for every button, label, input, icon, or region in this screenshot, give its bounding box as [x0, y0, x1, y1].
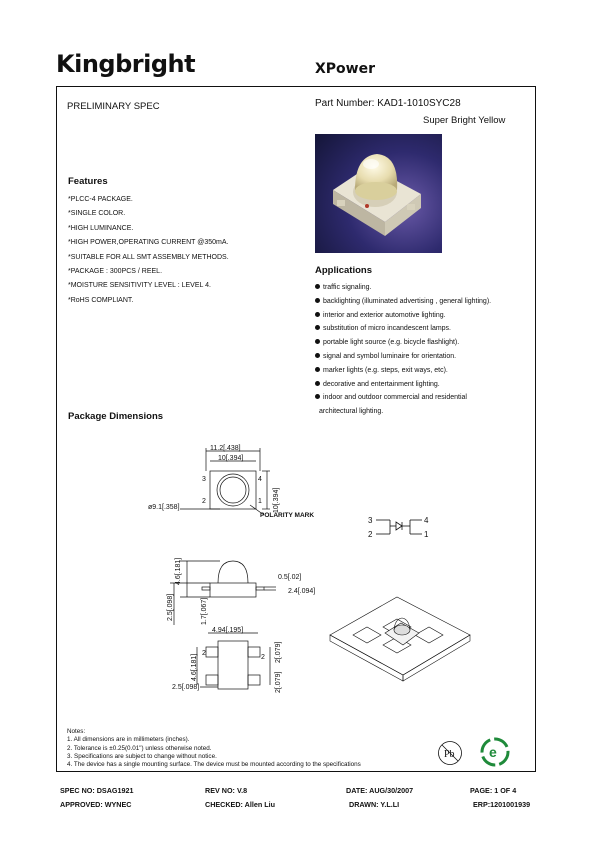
schem-pin-1: 1 — [424, 530, 429, 539]
dim-pad-height: 4.6[.181] — [191, 654, 198, 681]
package-dimension-drawings: 11.2[.438] 10[.394] 10[.394] ø9.1[.358] … — [148, 445, 315, 693]
feature-item: *PLCC-4 PACKAGE. — [68, 196, 133, 203]
features-list: *PLCC-4 PACKAGE. *SINGLE COLOR. *HIGH LU… — [68, 193, 229, 308]
applications-list: traffic signaling. backlighting (illumin… — [315, 281, 540, 419]
pb-free-text: Pb — [444, 749, 455, 760]
isometric-drawing — [329, 596, 471, 682]
dim-diameter: ø9.1[.358] — [148, 504, 180, 511]
note-item: 3. Specifications are subject to change … — [67, 752, 217, 760]
package-dimensions-heading: Package Dimensions — [68, 411, 164, 422]
footer-drawn: DRAWN: Y.L.LI — [349, 800, 400, 809]
schem-pin-2: 2 — [368, 530, 373, 539]
content-frame — [56, 86, 536, 772]
dim-height-side: 10[.394] — [273, 488, 280, 513]
application-item: decorative and entertainment lighting. — [315, 378, 540, 392]
product-subtitle: Super Bright Yellow — [423, 115, 506, 126]
application-item: marker lights (e.g. steps, exit ways, et… — [315, 364, 540, 378]
application-text: traffic signaling. — [323, 284, 372, 291]
feature-item: *PACKAGE : 300PCS / REEL. — [68, 268, 163, 276]
footer-date: DATE: AUG/30/2007 — [346, 786, 414, 795]
bottom-view-drawing — [196, 632, 271, 690]
applications-heading: Applications — [315, 265, 373, 276]
polarity-mark-label: POLARITY MARK — [260, 512, 314, 519]
feature-item: *SINGLE COLOR. — [68, 210, 126, 218]
bullet-icon — [315, 284, 320, 289]
schem-pin-4: 4 — [424, 516, 429, 525]
footer-spec-no: SPEC NO: DSAG1921 — [60, 786, 134, 795]
product-photo — [315, 134, 442, 253]
part-number: Part Number: KAD1-1010SYC28 — [315, 98, 461, 109]
footer-rev-no: REV NO: V.8 — [205, 786, 248, 795]
kingbright-logo: Kingbright — [56, 50, 196, 78]
application-item: indoor and outdoor commercial and reside… — [315, 391, 540, 405]
application-text: portable light source (e.g. bicycle flas… — [323, 339, 460, 347]
series-title: XPower — [315, 61, 376, 77]
application-text: indoor and outdoor commercial and reside… — [323, 394, 467, 402]
feature-item: *HIGH LUMINANCE. — [68, 224, 134, 232]
dim-body-height: 2.5[.098] — [167, 594, 174, 621]
dim-width-inner: 10[.394] — [218, 455, 243, 462]
application-item: traffic signaling. — [315, 281, 540, 295]
dim-lens-height: 4.6[.181] — [175, 558, 182, 585]
pin-label-1: 1 — [258, 498, 262, 505]
schem-pin-3: 3 — [368, 516, 373, 525]
eco-compliance-icon: e — [480, 737, 510, 767]
footer-erp: ERP:1201001939 — [473, 800, 531, 809]
pad-label-2b: 2 — [261, 654, 265, 661]
application-text: interior and exterior automotive lightin… — [323, 311, 446, 319]
dim-pad-width-2: 2[.079] — [275, 672, 282, 693]
bullet-icon — [315, 311, 320, 317]
application-text: backlighting (illuminated advertising , … — [323, 297, 492, 305]
dim-pad-width: 2[.079] — [275, 642, 282, 663]
dim-lead-gap: 1.7[.067] — [201, 598, 208, 625]
pad-label-2: 2 — [202, 650, 206, 657]
footer-approved: APPROVED: WYNEC — [60, 800, 132, 809]
top-view-drawing — [180, 448, 270, 516]
dim-width-total: 11.2[.438] — [210, 445, 241, 452]
application-item: substitution of micro incandescent lamps… — [315, 322, 540, 336]
notes-list: Notes: 1. All dimensions are in millimet… — [67, 728, 361, 769]
feature-item: *SUITABLE FOR ALL SMT ASSEMBLY METHODS. — [68, 253, 229, 261]
note-item: 4. The device has a single mounting surf… — [67, 761, 361, 769]
dim-pad-span: 4.94[.195] — [212, 627, 243, 634]
pb-free-icon: Pb — [438, 741, 462, 765]
application-text: decorative and entertainment lighting. — [323, 380, 440, 388]
footer-checked: CHECKED: Allen Liu — [205, 800, 276, 809]
application-text: substitution of micro incandescent lamps… — [323, 325, 452, 333]
feature-item: *HIGH POWER,OPERATING CURRENT @350mA. — [68, 239, 229, 247]
feature-item: *RoHS COMPLIANT. — [68, 296, 134, 304]
features-heading: Features — [68, 176, 108, 187]
application-text: signal and symbol luminaire for orientat… — [323, 352, 457, 360]
bullet-icon — [315, 366, 320, 372]
application-text: marker lights (e.g. steps, exit ways, et… — [323, 366, 448, 374]
application-text: architectural lighting. — [319, 408, 384, 416]
application-item: backlighting (illuminated advertising , … — [315, 295, 540, 309]
bullet-icon — [315, 394, 320, 400]
pin-label-4: 4 — [258, 476, 262, 483]
bullet-icon — [315, 352, 320, 358]
dim-lead-thickness: 0.5[.02] — [278, 574, 301, 581]
feature-item: *MOISTURE SENSITIVITY LEVEL : LEVEL 4. — [68, 282, 211, 290]
dim-pad-gap: 2.5[.098] — [172, 684, 199, 691]
notes-title: Notes: — [67, 728, 86, 735]
eco-icon-text: e — [489, 744, 497, 760]
diode-schematic: 3 2 4 1 — [368, 516, 429, 539]
application-item: portable light source (e.g. bicycle flas… — [315, 336, 540, 350]
footer-page: PAGE: 1 OF 4 — [470, 786, 517, 795]
application-item: interior and exterior automotive lightin… — [315, 309, 540, 323]
pin-label-2: 2 — [202, 498, 206, 505]
bullet-icon — [315, 380, 320, 386]
note-item: 2. Tolerance is ±0.25(0.01") unless othe… — [67, 744, 212, 752]
side-view-drawing — [170, 560, 276, 625]
pin-label-3: 3 — [202, 476, 206, 483]
application-item-continuation: architectural lighting. — [315, 405, 540, 419]
bullet-icon — [315, 325, 320, 331]
bullet-icon — [315, 339, 320, 345]
dim-lead-length: 2.4[.094] — [288, 588, 315, 595]
note-item: 1. All dimensions are in millimeters (in… — [67, 736, 190, 744]
bullet-icon — [315, 297, 320, 303]
application-item: signal and symbol luminaire for orientat… — [315, 350, 540, 364]
spec-status: PRELIMINARY SPEC — [67, 101, 160, 112]
